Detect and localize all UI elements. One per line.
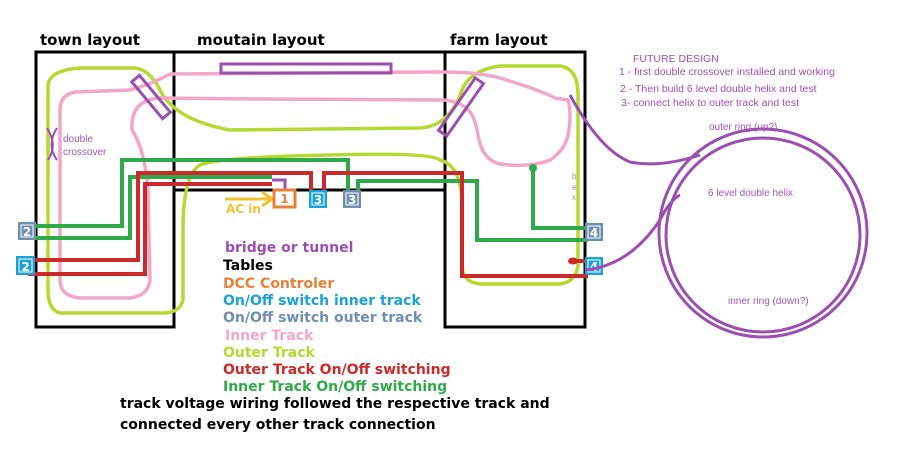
helix-outer-ring: [657, 127, 869, 339]
badge-outer-2-number: 2: [23, 225, 31, 239]
legend-item: Inner Track: [225, 328, 314, 344]
badge-outer-4-number: 4: [590, 226, 598, 240]
badge-inner-2-number: 2: [21, 260, 29, 274]
inner-wire-3: [356, 179, 588, 242]
inner-wire-2: [28, 175, 272, 240]
helix-upper-connector: [568, 94, 701, 166]
outer-wire-2: [28, 182, 272, 276]
future-design-title: FUTURE DESIGN: [633, 53, 719, 65]
footnote-line-1: track voltage wiring followed the respec…: [120, 396, 550, 412]
badge-dcc-number: 1: [280, 192, 288, 206]
bridge-town: [129, 73, 173, 121]
helix-outer-label: outer ring (up?): [709, 122, 777, 133]
inner-wire-junction: [529, 164, 537, 172]
bridges: [129, 62, 486, 139]
inner-wires: [28, 158, 588, 242]
legend-item: Inner Track On/Off switching: [223, 379, 447, 395]
badge-outer-3-number: 3: [348, 193, 356, 207]
inner-wire-1: [28, 158, 350, 228]
legend-item: On/Off switch outer track: [223, 310, 423, 326]
bridge-farm: [436, 75, 486, 139]
helix: [568, 94, 869, 339]
ac-in-label: AC in: [226, 202, 261, 216]
faint-letter-1: b: [572, 172, 577, 181]
outer-wire-3: [322, 171, 588, 278]
outer-wire-1: [28, 171, 313, 262]
double-crossover-label-1: double: [63, 134, 93, 145]
mountain-layout-title: moutain layout: [197, 31, 325, 49]
ac-in-arrow: [225, 190, 275, 208]
outer-track: [46, 64, 580, 315]
bridge-mountain: [219, 62, 393, 75]
badge-outer-switch-2: 2: [18, 222, 36, 240]
table-farm: [443, 50, 587, 329]
outer-track-loop: [46, 64, 580, 315]
badge-inner-switch-2: 2: [16, 256, 35, 275]
double-crossover-marker: [46, 127, 58, 161]
future-design-step-2: 2 - Then build 6 level double helix and …: [620, 83, 817, 95]
legend-item: bridge or tunnel: [225, 240, 353, 256]
future-design-step-1: 1 - first double crossover installed and…: [619, 66, 835, 78]
inner-wire-4: [531, 168, 588, 230]
farm-layout-title: farm layout: [450, 31, 548, 49]
badge-inner-3-number: 3: [314, 193, 322, 207]
outer-wires: [28, 171, 588, 278]
legend-item: On/Off switch inner track: [223, 293, 421, 309]
legend-item: Tables: [223, 258, 273, 274]
badge-dcc: 1: [272, 188, 297, 209]
badge-outer-switch-4: 4: [585, 223, 603, 241]
faint-letter-3: x: [572, 193, 576, 202]
legend: bridge or tunnel Tables DCC Controler On…: [223, 240, 451, 395]
legend-item: Outer Track On/Off switching: [223, 362, 451, 378]
helix-lower-connector: [585, 193, 681, 272]
badge-outer-switch-3: 3: [343, 190, 361, 208]
legend-item: DCC Controler: [223, 276, 334, 292]
helix-inner-ring: [664, 136, 862, 334]
legend-item: Outer Track: [223, 345, 315, 361]
dcc-lead: [272, 178, 287, 190]
footnote-line-2: connected every other track connection: [120, 417, 436, 433]
double-crossover-label-2: crossover: [63, 147, 107, 158]
badge-inner-4-number: 4: [590, 260, 598, 274]
town-layout-title: town layout: [40, 31, 140, 49]
future-design-step-3: 3- connect helix to outer track and test: [621, 97, 799, 109]
outer-wire-junction: [568, 257, 578, 265]
badge-inner-switch-3: 3: [309, 190, 327, 208]
helix-inner-label: inner ring (down?): [728, 296, 809, 307]
helix-center-label: 6 level double helix: [708, 188, 793, 199]
faint-letter-2: e: [572, 183, 577, 192]
